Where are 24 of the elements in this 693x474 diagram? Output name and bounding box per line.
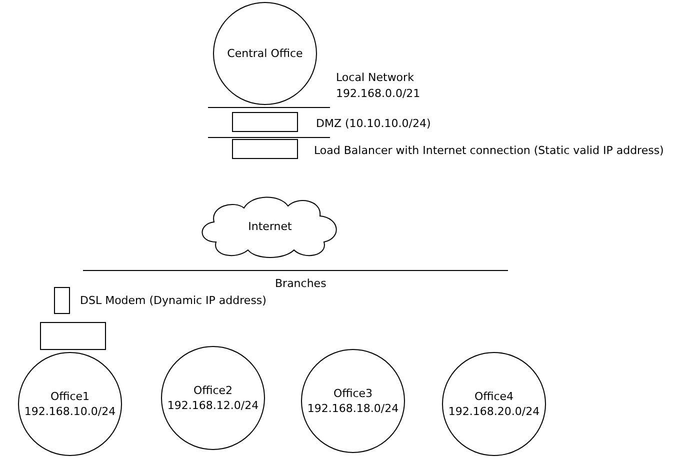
node-title: Office4 — [474, 390, 514, 403]
annotation-text: DSL Modem (Dynamic IP address) — [80, 294, 266, 307]
node-title: Office1 — [50, 390, 90, 403]
router-box — [232, 112, 298, 132]
office-circle — [161, 346, 265, 450]
ip-range-text: 192.168.12.0/24 — [167, 399, 259, 412]
load-balancer-box — [232, 139, 298, 159]
ip-range-text: 192.168.20.0/24 — [448, 405, 540, 418]
node-title: Office3 — [333, 387, 373, 400]
office-circle — [442, 352, 546, 456]
ip-range-text: 192.168.18.0/24 — [307, 402, 399, 415]
annotation-text: DMZ (10.10.10.0/24) — [316, 117, 431, 130]
node-title: Central Office — [227, 47, 303, 60]
office-circle — [18, 352, 122, 456]
ip-range-text: 192.168.10.0/24 — [24, 405, 116, 418]
modem-box — [54, 287, 70, 314]
office-circle — [301, 349, 405, 453]
router-box — [40, 322, 106, 350]
annotation-text: Load Balancer with Internet connection (Static valid IP address) — [314, 144, 664, 157]
node-title: Office2 — [193, 384, 233, 397]
annotation-text: Local Network 192.168.0.0/21 — [336, 70, 422, 102]
office-circle — [213, 2, 317, 105]
node-title: Internet — [248, 220, 292, 232]
section-heading: Branches — [275, 277, 326, 290]
